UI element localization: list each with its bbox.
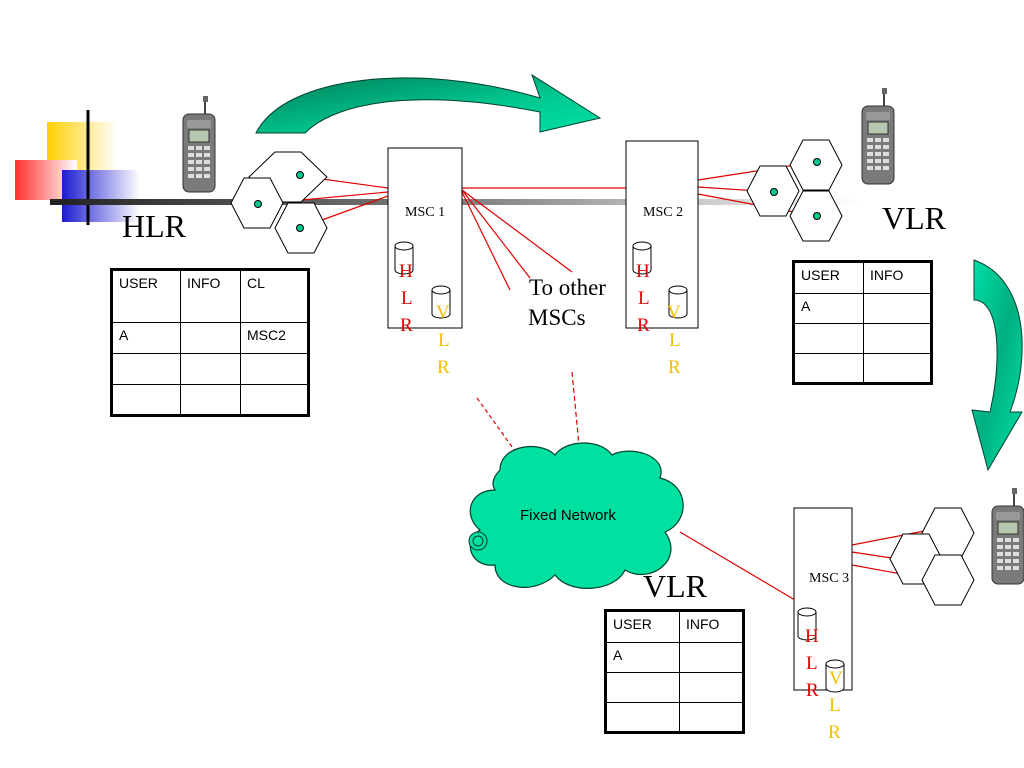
table-header-cell: INFO (863, 261, 932, 294)
cell-cluster-icon (746, 139, 843, 242)
cell-cluster-icon (889, 507, 975, 606)
vlr-letter: V (829, 668, 843, 689)
table-row (605, 672, 744, 703)
mobile-phone-icon (861, 87, 895, 185)
hlr-letter: H (399, 261, 413, 282)
table-row (605, 702, 744, 733)
table-cell (863, 323, 932, 354)
hlr-letter: L (638, 288, 650, 309)
table-cell (240, 353, 309, 385)
table-row: A (793, 293, 932, 324)
table-header-cell: CL (240, 269, 309, 323)
cloud-icon (468, 442, 684, 589)
corner-logo-icon (15, 110, 140, 225)
hlr-table: USER INFO CL A MSC2 (110, 268, 310, 417)
table-cell (111, 353, 181, 385)
hlr-title: HLR (122, 208, 186, 244)
hlr-letter: H (636, 261, 650, 282)
msc-box-1 (387, 147, 463, 329)
table-cell (111, 384, 181, 416)
table-row: USER INFO (793, 261, 932, 294)
curved-arrow-icon (971, 259, 1023, 472)
msc-1-label: MSC 1 (405, 205, 445, 220)
table-cell: MSC2 (240, 322, 309, 354)
mscs-label: MSCs (528, 305, 586, 330)
table-header-cell: INFO (679, 610, 744, 643)
curved-arrow-icon (255, 73, 602, 134)
table-row: USER INFO (605, 610, 744, 643)
table-cell (793, 353, 864, 384)
table-cell (793, 323, 864, 354)
hlr-letter: R (637, 315, 650, 336)
table-header-cell: USER (793, 261, 864, 294)
table-row (793, 323, 932, 354)
msc-box-3 (793, 507, 853, 691)
vlr-letter: R (828, 722, 841, 743)
table-cell (180, 322, 241, 354)
msc-2-label: MSC 2 (643, 205, 683, 220)
table-cell (605, 702, 680, 733)
hlr-letter: R (806, 680, 819, 701)
table-row (793, 353, 932, 384)
table-cell: A (793, 293, 864, 324)
table-header-cell: USER (605, 610, 680, 643)
table-cell (863, 353, 932, 384)
table-cell (240, 384, 309, 416)
table-cell: A (111, 322, 181, 354)
table-row: USER INFO CL (111, 269, 309, 323)
vlr-table-bottom: USER INFO A (604, 609, 745, 734)
table-cell (679, 642, 744, 673)
hlr-letter: L (806, 653, 818, 674)
table-cell (180, 353, 241, 385)
vlr-table-top: USER INFO A (792, 260, 933, 385)
to-other-label: To other (529, 275, 606, 300)
vlr-letter: L (829, 695, 841, 716)
vlr-letter: R (668, 357, 681, 378)
vlr-letter: V (667, 302, 681, 323)
vlr-title-bottom: VLR (643, 568, 707, 604)
fixed-network-label: Fixed Network (520, 507, 616, 524)
msc-3-label: MSC 3 (809, 571, 849, 586)
mobile-phone-icon (182, 95, 216, 193)
table-header-cell: INFO (180, 269, 241, 323)
hlr-letter: R (400, 315, 413, 336)
vlr-letter: V (436, 302, 450, 323)
hlr-letter: L (401, 288, 413, 309)
vlr-letter: R (437, 357, 450, 378)
hlr-letter: H (805, 626, 819, 647)
vlr-title-top: VLR (882, 200, 946, 236)
table-row: A (605, 642, 744, 673)
vlr-letter: L (438, 330, 450, 351)
table-cell (605, 672, 680, 703)
table-cell: A (605, 642, 680, 673)
table-row: A MSC2 (111, 322, 309, 354)
cell-antennas (254, 158, 821, 232)
table-row (111, 353, 309, 385)
table-cell (679, 702, 744, 733)
table-cell (180, 384, 241, 416)
vlr-letter: L (669, 330, 681, 351)
table-cell (863, 293, 932, 324)
mobile-phone-icon (991, 487, 1024, 585)
table-row (111, 384, 309, 416)
cell-cluster-icon (230, 151, 328, 254)
table-cell (679, 672, 744, 703)
table-header-cell: USER (111, 269, 181, 323)
